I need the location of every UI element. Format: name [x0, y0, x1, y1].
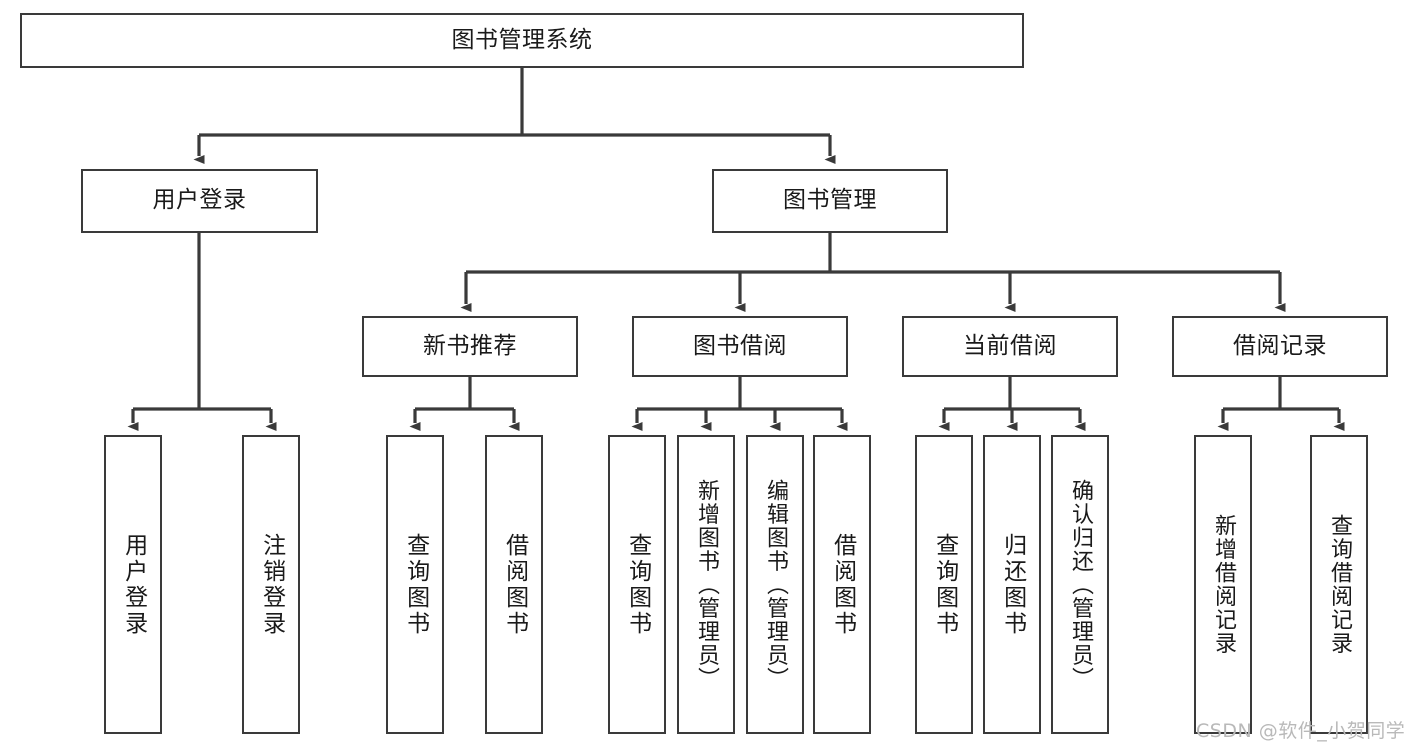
leaf-borrow-book-2-label: 借阅图书 [829, 532, 856, 637]
leaf-query-book-1-label: 查询图书 [402, 532, 429, 637]
leaf-borrow-book-2[interactable]: 借阅图书 [813, 435, 871, 734]
leaf-return-book-label: 归还图书 [999, 532, 1026, 637]
leaf-user-login-label: 用户登录 [120, 532, 147, 637]
node-borrow-record[interactable]: 借阅记录 [1172, 316, 1388, 377]
leaf-logout-label: 注销登录 [258, 532, 285, 637]
node-current-borrow[interactable]: 当前借阅 [902, 316, 1118, 377]
node-book-management-label: 图书管理 [783, 187, 877, 214]
node-new-book-recommend-label: 新书推荐 [423, 332, 517, 359]
leaf-confirm-return[interactable]: 确认归还（管理员） [1051, 435, 1109, 734]
leaf-add-book[interactable]: 新增图书（管理员） [677, 435, 735, 734]
node-user-login[interactable]: 用户登录 [81, 169, 318, 233]
node-root[interactable]: 图书管理系统 [20, 13, 1024, 68]
leaf-query-book-1[interactable]: 查询图书 [386, 435, 444, 734]
csdn-watermark: CSDN @软件_小贺同学 [1196, 720, 1405, 742]
leaf-borrow-book-1-label: 借阅图书 [501, 532, 528, 637]
node-book-borrow[interactable]: 图书借阅 [632, 316, 848, 377]
leaf-add-record-label: 新增借阅记录 [1210, 514, 1236, 655]
leaf-query-book-2[interactable]: 查询图书 [608, 435, 666, 734]
node-current-borrow-label: 当前借阅 [963, 332, 1057, 359]
node-new-book-recommend[interactable]: 新书推荐 [362, 316, 578, 377]
node-book-management[interactable]: 图书管理 [712, 169, 948, 233]
leaf-borrow-book-1[interactable]: 借阅图书 [485, 435, 543, 734]
leaf-add-record[interactable]: 新增借阅记录 [1194, 435, 1252, 734]
leaf-user-login[interactable]: 用户登录 [104, 435, 162, 734]
node-borrow-record-label: 借阅记录 [1233, 332, 1327, 359]
node-book-borrow-label: 图书借阅 [693, 332, 787, 359]
leaf-return-book[interactable]: 归还图书 [983, 435, 1041, 734]
leaf-edit-book-label: 编辑图书（管理员） [762, 478, 788, 691]
leaf-confirm-return-label: 确认归还（管理员） [1067, 478, 1093, 691]
leaf-query-book-2-label: 查询图书 [624, 532, 651, 637]
leaf-add-book-label: 新增图书（管理员） [693, 478, 719, 691]
node-user-login-label: 用户登录 [152, 187, 247, 214]
leaf-query-book-3-label: 查询图书 [931, 532, 958, 637]
leaf-logout[interactable]: 注销登录 [242, 435, 300, 734]
node-root-label: 图书管理系统 [451, 26, 593, 53]
leaf-query-record-label: 查询借阅记录 [1326, 514, 1352, 655]
leaf-edit-book[interactable]: 编辑图书（管理员） [746, 435, 804, 734]
leaf-query-book-3[interactable]: 查询图书 [915, 435, 973, 734]
leaf-query-record[interactable]: 查询借阅记录 [1310, 435, 1368, 734]
